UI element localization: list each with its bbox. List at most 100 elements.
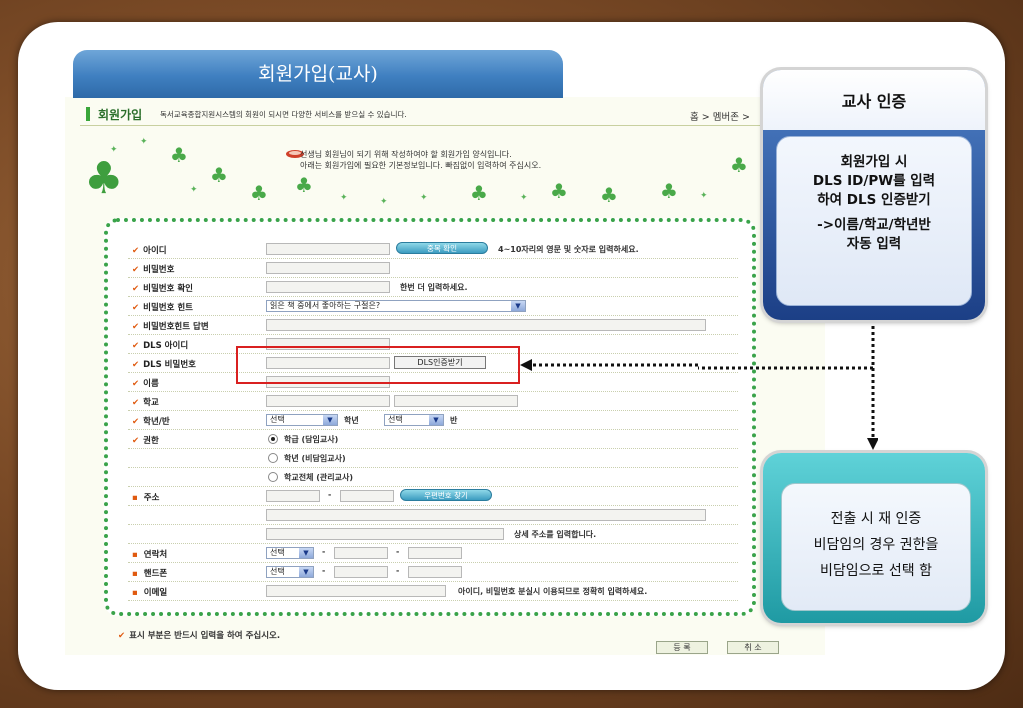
breadcrumb[interactable]: 홈 > 멤버존 > [690,112,750,123]
cancel-button[interactable]: 취 소 [727,641,779,654]
clover-icon: ♣ [730,153,748,177]
star-icon: ✦ [700,191,708,201]
dls-password-input[interactable] [266,357,390,369]
check-icon: ✔ [132,322,140,332]
check-icon: ✔ [132,284,140,294]
field-label: ✔DLS 비밀번호 [132,360,196,370]
row-grade-class: ✔학년/반 선택▼ 학년 선택▼ 반 [128,411,738,430]
field-label: ✔DLS 아이디 [132,341,189,351]
role-radio-grade[interactable] [268,453,278,463]
callout-line: DLS ID/PW를 입력 [812,173,936,189]
teacher-auth-callout: 교사 인증 회원가입 시 DLS ID/PW를 입력 하여 DLS 인증받기 -… [763,70,985,320]
header-desc: 독서교육종합지원시스템의 회원이 되시면 다양한 서비스를 받으실 수 있습니다… [160,110,407,119]
row-pw-confirm: ✔비밀번호 확인 한번 더 입력하세요. [128,278,738,297]
dash: - [396,547,400,556]
hint-answer-input[interactable] [266,319,706,331]
zipcode-search-button[interactable]: 우편번호 찾기 [400,489,492,501]
mobile-last-input[interactable] [408,566,462,578]
row-address: ▪주소 - 우편번호 찾기 [128,487,738,506]
dls-auth-button[interactable]: DLS인증받기 [394,356,486,369]
callout-connector [520,320,878,450]
phone-prefix-select[interactable]: 선택▼ [266,547,314,559]
callout-body: 전출 시 재 인증 비담임의 경우 권한을 비담임으로 선택 함 [781,483,971,611]
id-note: 4~10자리의 영문 및 숫자로 입력하세요. [498,245,639,254]
field-label: ✔권한 [132,436,159,446]
clover-icon: ♣ [210,163,228,187]
callout-line: 전출 시 재 인증 [830,511,922,527]
callout-line: 비담임으로 선택 함 [820,563,932,579]
row-hint-answer: ✔비밀번호힌트 답변 [128,316,738,335]
star-icon: ✦ [140,137,148,147]
field-label: ✔이름 [132,379,159,389]
role-radio-school[interactable] [268,472,278,482]
address-note: 상세 주소를 입력합니다. [514,530,597,539]
phone-mid-input[interactable] [334,547,388,559]
intro-line-1: 선생님 회원님이 되기 위해 작성하여야 할 회원가입 양식입니다. [300,150,512,159]
intro-line-2: 아래는 회원가입에 필요한 기본정보입니다. 빠짐없이 입력하여 주십시오. [300,161,542,170]
password-confirm-input[interactable] [266,281,390,293]
school-input[interactable] [266,395,390,407]
role-option-label: 학급 (담임교사) [284,435,339,444]
header-mark [86,107,90,121]
role-option-label: 학년 (비담임교사) [284,454,346,463]
clover-icon: ♣ [84,153,124,204]
callout-title: 교사 인증 [763,70,985,130]
callout-line: 회원가입 시 [840,154,908,170]
row-address-detail: 상세 주소를 입력합니다. [128,525,738,544]
star-icon: ✦ [190,185,198,195]
grade-select[interactable]: 선택▼ [266,414,338,426]
address-detail-input[interactable] [266,528,504,540]
register-button[interactable]: 등 록 [656,641,708,654]
field-label: ▪핸드폰 [132,569,168,579]
row-school: ✔학교 [128,392,738,411]
bullet-icon: ▪ [132,550,138,560]
id-input[interactable] [266,243,390,255]
password-input[interactable] [266,262,390,274]
field-label: ✔학년/반 [132,417,170,427]
zipcode-input-1[interactable] [266,490,320,502]
dls-highlight-box [236,346,520,384]
check-icon: ✔ [132,341,140,351]
dash: - [328,490,332,499]
clover-decoration: ♣ ♣ ♣ ♣ ♣ ♣ ♣ ♣ ♣ ♣ ✦ ✦ ✦ ✦ ✦ ✦ ✦ ✦ [80,135,760,215]
dup-check-button[interactable]: 중복 확인 [396,242,488,254]
callout-body: 회원가입 시 DLS ID/PW를 입력 하여 DLS 인증받기 ->이름/학교… [776,136,972,306]
email-note: 아이디, 비밀번호 분실시 이용되므로 정확히 입력하세요. [458,587,648,596]
star-icon: ✦ [420,193,428,203]
row-pw-hint: ✔비밀번호 힌트 읽은 책 중에서 좋아하는 구절은?▼ [128,297,738,316]
page-title: 회원가입(교사) [73,50,563,98]
mobile-mid-input[interactable] [334,566,388,578]
pen-icon [286,150,304,158]
row-phone: ▪연락처 선택▼ - - [128,544,738,563]
dash: - [322,566,326,575]
pw-hint-select[interactable]: 읽은 책 중에서 좋아하는 구절은?▼ [266,300,526,312]
intro-text: 선생님 회원님이 되기 위해 작성하여야 할 회원가입 양식입니다. 아래는 회… [300,149,660,171]
email-input[interactable] [266,585,446,597]
field-label: ✔비밀번호 힌트 [132,303,194,313]
clover-icon: ♣ [660,179,678,203]
grade-unit: 학년 [344,416,359,425]
callout-line: 자동 입력 [846,236,902,252]
dash: - [396,566,400,575]
chevron-down-icon: ▼ [299,567,313,577]
check-icon: ✔ [132,303,140,313]
mobile-prefix-select[interactable]: 선택▼ [266,566,314,578]
check-icon: ✔ [132,436,140,446]
check-icon: ✔ [132,246,140,256]
role-option-label: 학교전체 (관리교사) [284,473,353,482]
address-input[interactable] [266,509,706,521]
row-address-2 [128,506,738,525]
star-icon: ✦ [340,193,348,203]
header-bar: 회원가입 독서교육종합지원시스템의 회원이 되시면 다양한 서비스를 받으실 수… [80,104,760,126]
school-name-input[interactable] [394,395,518,407]
clover-icon: ♣ [295,173,313,197]
zipcode-input-2[interactable] [340,490,394,502]
clover-icon: ♣ [470,181,488,205]
field-label: ▪연락처 [132,550,168,560]
class-select[interactable]: 선택▼ [384,414,444,426]
row-email: ▪이메일 아이디, 비밀번호 분실시 이용되므로 정확히 입력하세요. [128,582,738,601]
bullet-icon: ▪ [132,569,138,579]
role-radio-class[interactable] [268,434,278,444]
phone-last-input[interactable] [408,547,462,559]
star-icon: ✦ [380,197,388,207]
